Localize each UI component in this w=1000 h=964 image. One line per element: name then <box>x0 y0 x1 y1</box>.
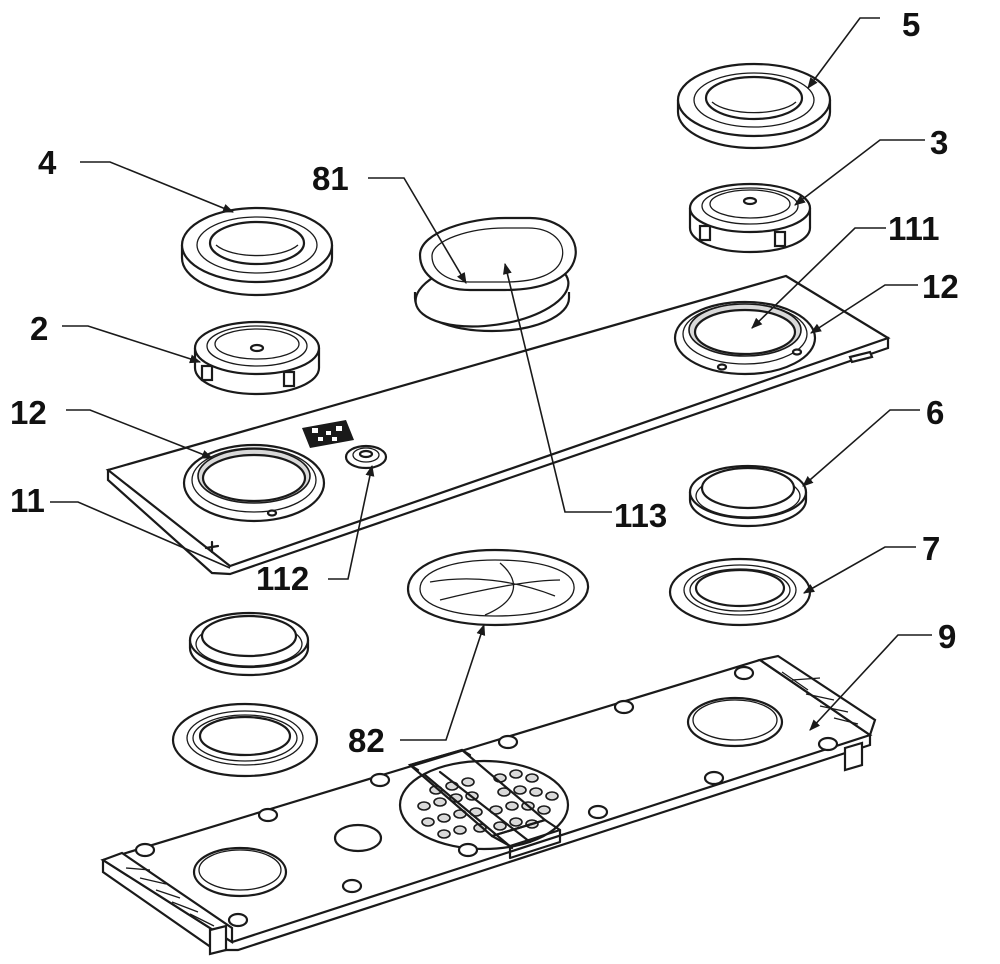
label-12-left: 12 <box>10 394 47 431</box>
part-82-membrane <box>406 548 590 627</box>
part-2-disk <box>193 320 321 396</box>
lower-left-flat-ring <box>171 702 319 778</box>
label-111: 111 <box>888 210 939 247</box>
label-7: 7 <box>922 530 940 567</box>
label-11: 11 <box>10 482 45 519</box>
label-6: 6 <box>926 394 944 431</box>
label-5: 5 <box>902 6 920 43</box>
part-6-ring <box>688 464 808 528</box>
tray-bosses <box>134 665 839 928</box>
part-11-main-plate <box>105 216 891 576</box>
label-12-right: 12 <box>922 268 959 305</box>
label-81: 81 <box>312 160 349 197</box>
label-113: 113 <box>614 497 667 534</box>
label-2: 2 <box>30 310 48 347</box>
qr-code-mark <box>302 420 354 448</box>
label-4: 4 <box>38 144 57 181</box>
perforation-holes <box>417 769 559 839</box>
part-4-ring <box>180 206 334 297</box>
label-82: 82 <box>348 722 385 759</box>
part-3-disk <box>688 182 812 254</box>
part-5-ring <box>676 62 832 150</box>
part-9-base-tray <box>100 654 877 956</box>
label-112: 112 <box>256 560 309 597</box>
lower-left-small-ring <box>188 611 310 677</box>
label-9: 9 <box>938 618 956 655</box>
leader-lines <box>50 17 932 741</box>
label-3: 3 <box>930 124 948 161</box>
part-labels: 5 3 4 81 111 12 2 12 6 11 113 7 112 9 82 <box>10 6 959 759</box>
part-7-ring <box>668 557 812 627</box>
